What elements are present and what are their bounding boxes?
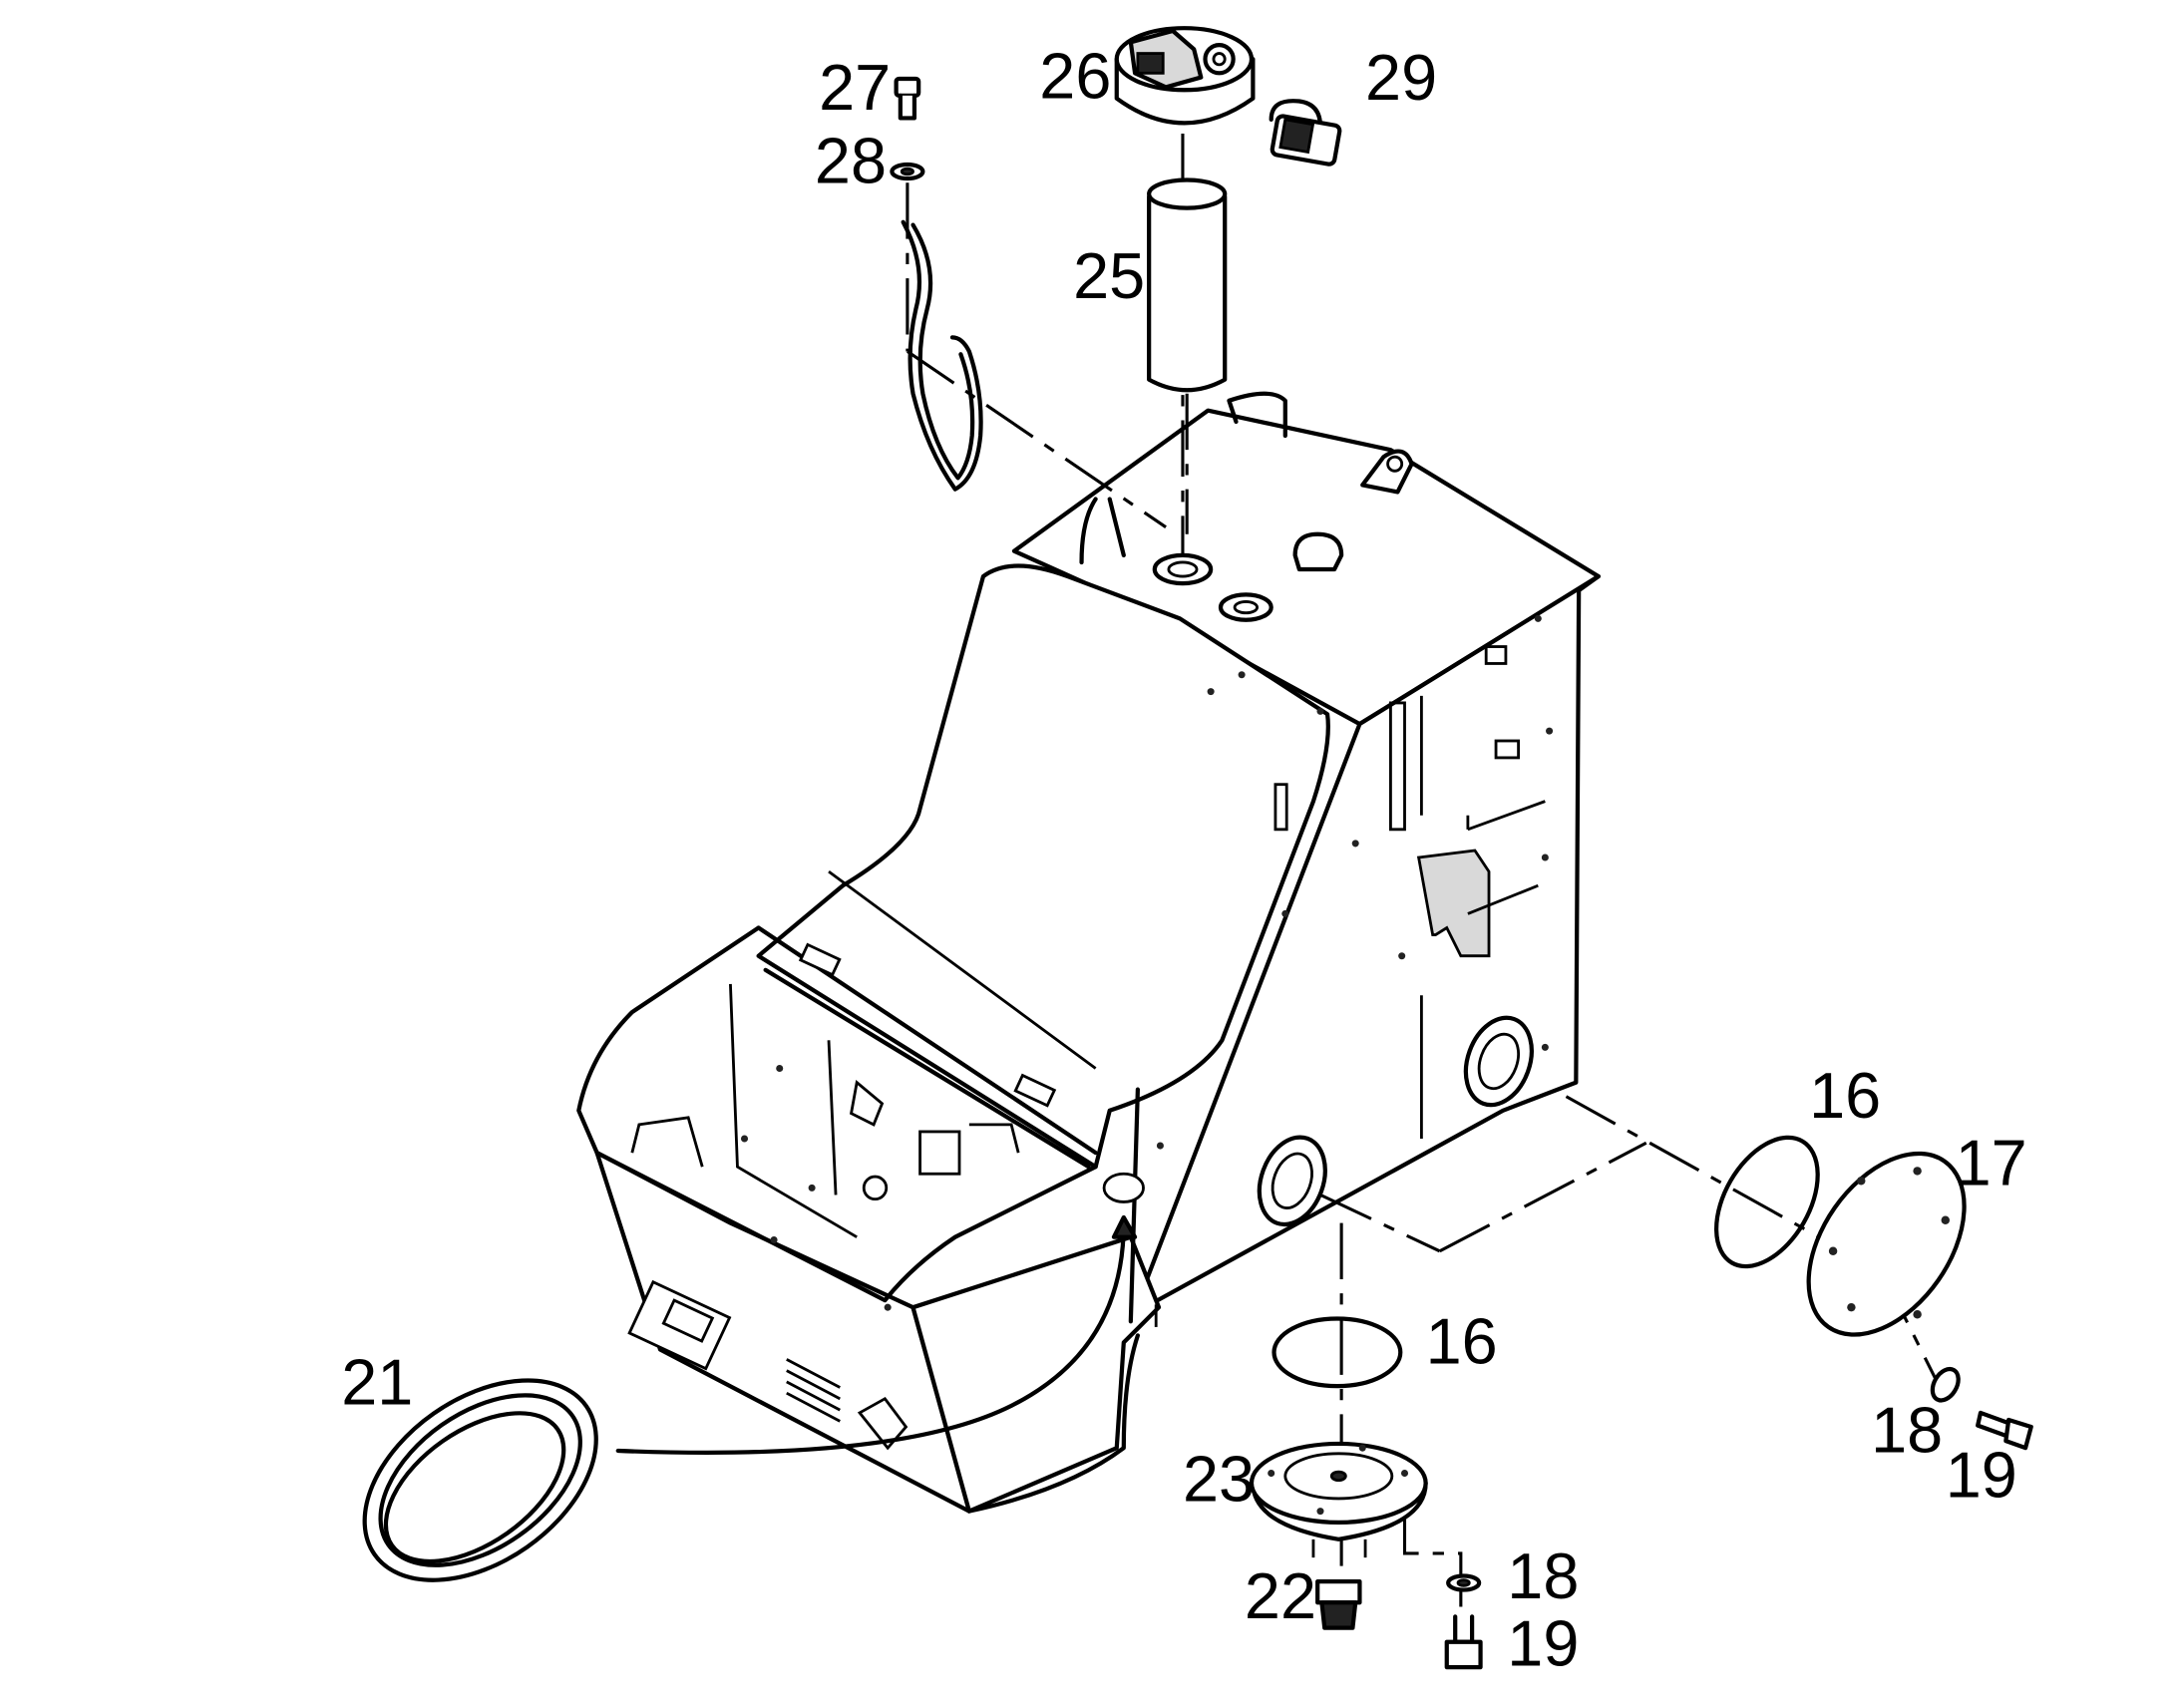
part-16-o-ring-bottom xyxy=(1272,1316,1403,1389)
callout-23: 23 xyxy=(1183,1443,1255,1516)
callout-28: 28 xyxy=(815,124,887,196)
callout-17: 17 xyxy=(1956,1126,2027,1198)
part-17-cover-plate xyxy=(1806,1151,1967,1337)
part-19-bolt-side xyxy=(1976,1410,2033,1451)
callout-19-bottom: 19 xyxy=(1507,1607,1579,1680)
callout-21: 21 xyxy=(341,1345,413,1418)
callout-27: 27 xyxy=(819,51,891,124)
callout-labels: 16 16 17 18 18 19 19 21 22 23 25 26 27 2… xyxy=(341,40,2026,1680)
part-28-washer xyxy=(890,162,925,181)
callout-19-side: 19 xyxy=(1946,1438,2017,1511)
chain xyxy=(901,219,983,492)
part-23-flange xyxy=(1249,1441,1428,1558)
callout-16-bottom: 16 xyxy=(1426,1305,1498,1378)
callout-18-bottom: 18 xyxy=(1507,1539,1579,1612)
part-26-filler-cap xyxy=(1114,26,1256,126)
callout-16-side: 16 xyxy=(1809,1059,1881,1132)
part-29-padlock xyxy=(1269,99,1342,167)
callout-18-side: 18 xyxy=(1871,1393,1943,1466)
callout-22: 22 xyxy=(1245,1559,1316,1632)
part-16-o-ring-side xyxy=(1714,1135,1820,1269)
part-19-bolt-bottom xyxy=(1444,1614,1483,1670)
part-27-screw xyxy=(894,76,921,121)
part-18-washer-bottom xyxy=(1446,1573,1482,1592)
callout-25: 25 xyxy=(1073,239,1145,312)
housing-body xyxy=(576,391,1601,1514)
callout-26: 26 xyxy=(1039,40,1111,113)
callout-29: 29 xyxy=(1365,41,1437,114)
part-18-washer-side xyxy=(1930,1366,1961,1403)
part-22-plug xyxy=(1315,1578,1362,1630)
part-21-seal-ring xyxy=(362,1378,598,1582)
part-25-filler-tube xyxy=(1147,177,1228,393)
